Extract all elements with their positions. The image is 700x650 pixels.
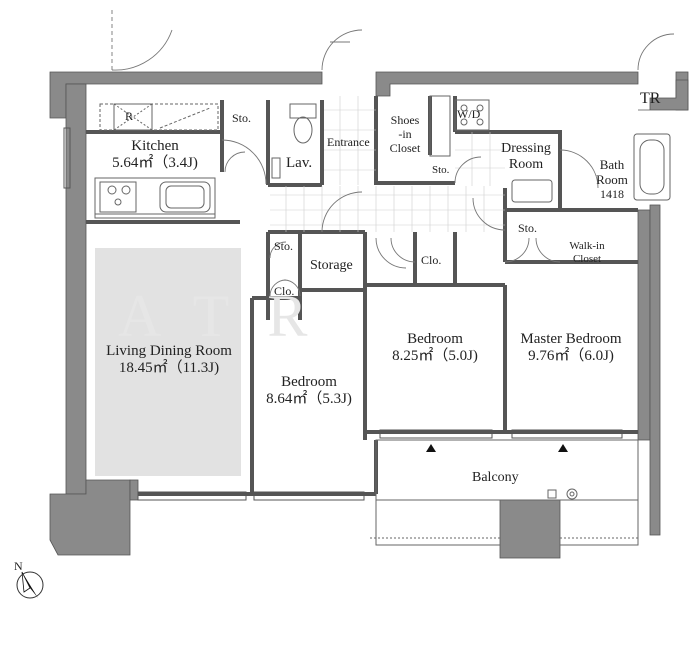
shoes-closet-label: Shoes -in Closet [384,113,426,155]
dressing-line2: Room [508,157,544,173]
ldk-name: Living Dining Room [106,343,232,359]
bath-line3: 1418 [600,186,624,201]
bath-line2: Room [596,171,628,187]
bedroom-left-label: Bedroom 8.64㎡（5.3J) [254,374,364,409]
ldk-area: 18.45㎡（11.3J) [118,360,220,377]
walkin-line1: Walk-in [569,240,605,252]
bedroom-left-name: Bedroom [281,374,337,390]
sto-master-label: Sto. [518,221,538,235]
shoes-line1: Shoes [390,113,420,127]
compass-label: N [14,559,23,573]
clo-left-label: Clo. [274,284,295,298]
exterior-walls [49,71,689,559]
sto-hall-label: Sto. [274,239,294,253]
window-markers [426,444,568,452]
lav-label: Lav. [286,155,313,171]
storage-label: Storage [310,258,353,273]
ldk-floor [95,248,241,476]
kitchen-fixtures [94,103,219,219]
bedroom-center-label: Bedroom 8.25㎡（5.0J) [370,331,500,366]
bedroom-left-area: 8.64㎡（5.3J) [266,391,352,408]
north-arrow-icon [16,571,44,599]
hall-tiles [270,96,505,232]
walkin-line2: Closet [572,252,602,265]
wd-fixtures [429,95,553,203]
balcony-outline [370,439,640,546]
entrance-label: Entrance [327,135,370,149]
walkin-closet-label: Walk-in Closet [564,240,610,265]
bath-line1: Bath [599,157,625,172]
sto-shoes-label: Sto. [432,164,450,176]
interior-walls [86,96,638,496]
refrigerator-label: R [125,109,134,123]
dressing-line1: Dressing [501,141,551,156]
shoes-line2: -in [398,126,412,141]
windows [63,127,623,501]
bedroom-center-name: Bedroom [407,331,463,347]
sto-kitchen-label: Sto. [232,111,252,125]
master-bedroom-area: 9.76㎡（6.0J) [528,348,614,365]
master-bedroom-label: Master Bedroom 9.76㎡（6.0J) [506,331,636,366]
bath-room-label: Bath Room 1418 [588,157,636,202]
shoes-line3: Closet [389,140,421,155]
kitchen-name: Kitchen [131,138,179,154]
ldk-label: Living Dining Room 18.45㎡（11.3J) [92,343,246,378]
watermark: ATR [118,283,346,349]
tr-label: TR [640,90,661,107]
door-swings [111,10,675,297]
clo-center-label: Clo. [421,253,442,267]
bathtub [633,133,671,201]
balcony-label: Balcony [472,470,519,485]
kitchen-area: 5.64㎡（3.4J) [112,155,198,172]
dressing-room-label: Dressing Room [488,141,564,173]
wd-label: W/D [457,107,481,121]
lav-fixtures [271,103,317,179]
kitchen-label: Kitchen 5.64㎡（3.4J) [90,138,220,173]
master-bedroom-name: Master Bedroom [520,331,622,347]
bedroom-center-area: 8.25㎡（5.0J) [392,348,478,365]
